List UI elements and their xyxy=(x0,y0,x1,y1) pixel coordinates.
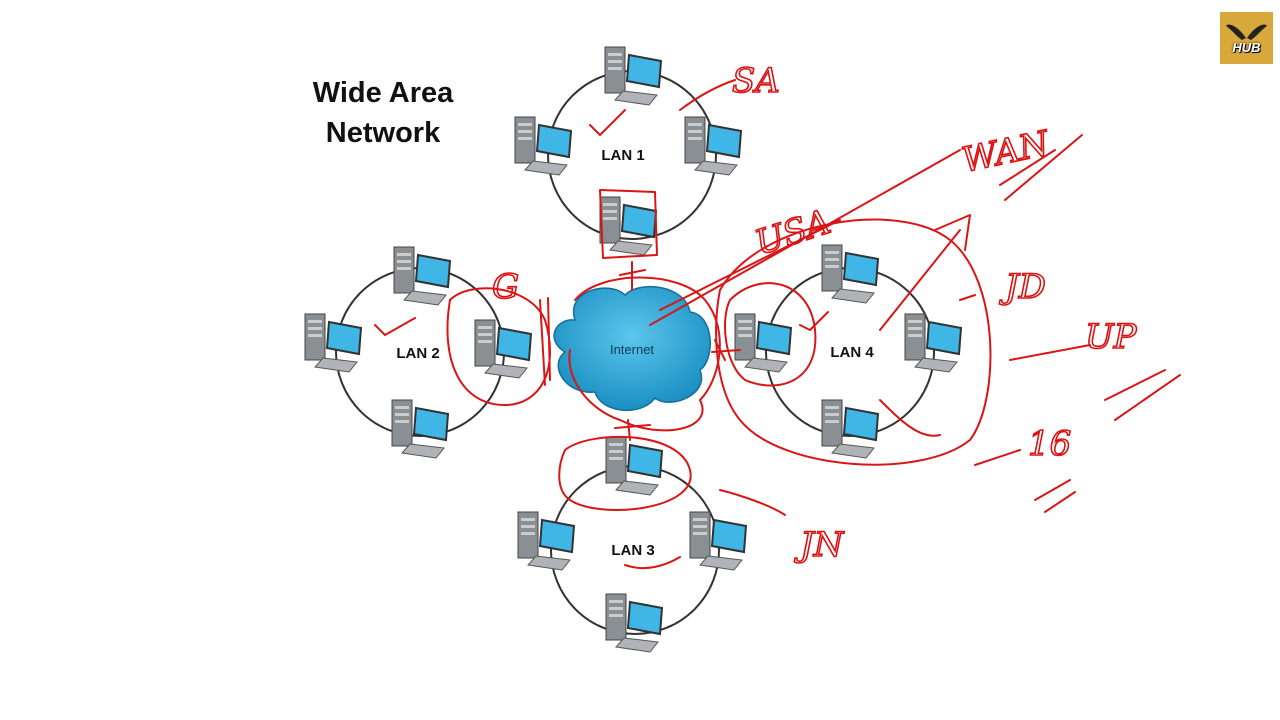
computer-icon xyxy=(599,196,657,256)
computer-icon xyxy=(304,313,362,373)
computer-icon xyxy=(391,399,449,459)
annotation-jn: JN xyxy=(794,525,845,565)
computer-icon xyxy=(821,244,879,304)
computer-icon xyxy=(904,313,962,373)
computer-icon xyxy=(604,46,662,106)
computer-icon xyxy=(514,116,572,176)
annotation-16: 16 xyxy=(1028,424,1071,464)
lan-1-label: LAN 1 xyxy=(601,147,644,164)
internet-label: Internet xyxy=(610,342,654,357)
computer-icon xyxy=(821,399,879,459)
internet-cloud: Internet xyxy=(553,285,711,412)
lan-4-label: LAN 4 xyxy=(830,344,874,361)
lan-3-label: LAN 3 xyxy=(611,542,654,559)
handwritten-annotations: SA WAN USA JD UP 16 JN G xyxy=(374,60,1181,569)
logo-text: HUB xyxy=(1232,40,1261,55)
computer-icon xyxy=(734,313,792,373)
lan-4-ring: LAN 4 xyxy=(734,244,962,459)
computer-icon xyxy=(474,319,532,379)
title-line2: Network xyxy=(326,117,441,149)
annotation-sa: SA xyxy=(732,61,780,101)
computer-icon xyxy=(605,593,663,653)
computer-icon xyxy=(517,511,575,571)
computer-icon xyxy=(605,436,663,496)
wings-icon xyxy=(1226,24,1267,40)
annotation-up: UP xyxy=(1085,317,1138,357)
annotation-jd: JD xyxy=(999,267,1046,307)
computer-icon xyxy=(684,116,742,176)
lan-3-ring: LAN 3 xyxy=(517,436,747,653)
lan-1-ring: LAN 1 xyxy=(514,46,742,256)
computer-icon xyxy=(689,511,747,571)
computer-icon xyxy=(393,246,451,306)
title-line1: Wide Area xyxy=(313,77,454,109)
hub-logo: HUB xyxy=(1220,12,1273,64)
lan-2-ring: LAN 2 xyxy=(304,246,532,459)
lan-2-label: LAN 2 xyxy=(396,345,439,362)
annotation-g: G xyxy=(492,267,519,307)
